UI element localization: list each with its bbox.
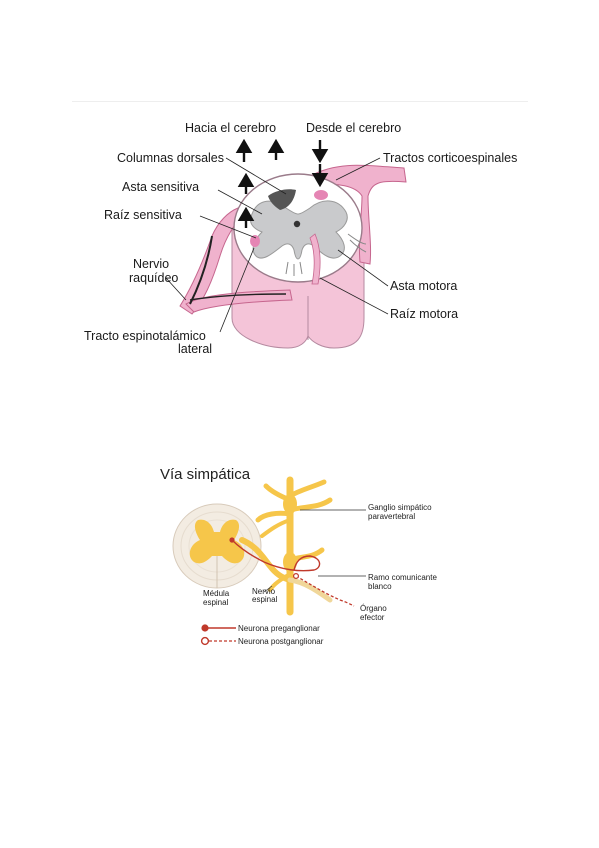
figure2-title: Vía simpática	[160, 466, 251, 483]
label-spinothalamic-2: lateral	[178, 342, 212, 356]
label-spinal-nerve-1: Nervio	[133, 257, 169, 271]
label-cord-2: espinal	[203, 598, 229, 607]
legend-pre-marker	[201, 624, 209, 632]
central-canal	[293, 220, 301, 228]
top-divider	[72, 101, 528, 102]
leader-lines-fig1	[165, 157, 389, 333]
spinal-nerve-yellow	[239, 537, 293, 583]
legend: Neurona preganglionar Neurona postgangli…	[200, 624, 324, 646]
label-dorsal-columns: Columnas dorsales	[117, 151, 224, 165]
gray-matter	[249, 200, 348, 260]
label-ganglion-2: paravertebral	[368, 512, 415, 521]
label-organ-2: efector	[360, 613, 385, 622]
label-nerve-1: Nervio	[252, 587, 276, 596]
motor-root	[309, 233, 321, 285]
legend-post-marker	[200, 636, 210, 646]
label-motor-root: Raíz motora	[390, 307, 458, 321]
preganglionic-path	[229, 537, 321, 572]
label-to-brain: Hacia el cerebro	[185, 121, 276, 135]
label-cord-1: Médula	[203, 589, 230, 598]
leader-lines-fig2	[263, 509, 366, 593]
label-ramus-2: blanco	[368, 582, 392, 591]
postganglionic-path	[295, 575, 355, 607]
corticospinal-tract	[314, 190, 328, 200]
label-organ-1: Órgano	[360, 604, 387, 613]
dorsal-columns	[268, 189, 296, 210]
legend-pre-label: Neurona preganglionar	[238, 624, 320, 633]
spinothalamic-tract	[250, 235, 260, 247]
label-motor-horn: Asta motora	[390, 279, 457, 293]
label-spinal-nerve-2: raquídeo	[129, 271, 178, 285]
label-ganglion-1: Ganglio simpático	[368, 503, 432, 512]
label-from-brain: Desde el cerebro	[306, 121, 401, 135]
spinal-cord-diagram: Hacia el cerebro Desde el cerebro Column…	[84, 121, 517, 356]
sympathetic-pathway-diagram: Vía simpática	[160, 466, 437, 646]
gray-matter-yellow	[189, 519, 245, 564]
label-ramus-1: Ramo comunicante	[368, 573, 437, 582]
label-nerve-2: espinal	[252, 595, 278, 604]
label-corticospinal: Tractos corticoespinales	[383, 151, 517, 165]
label-spinothalamic-1: Tracto espinotalámico	[84, 329, 206, 343]
label-sensory-root: Raíz sensitiva	[104, 208, 182, 222]
label-sensory-horn: Asta sensitiva	[122, 180, 199, 194]
arrows-to-brain	[235, 138, 285, 228]
legend-post-label: Neurona postganglionar	[238, 637, 324, 646]
